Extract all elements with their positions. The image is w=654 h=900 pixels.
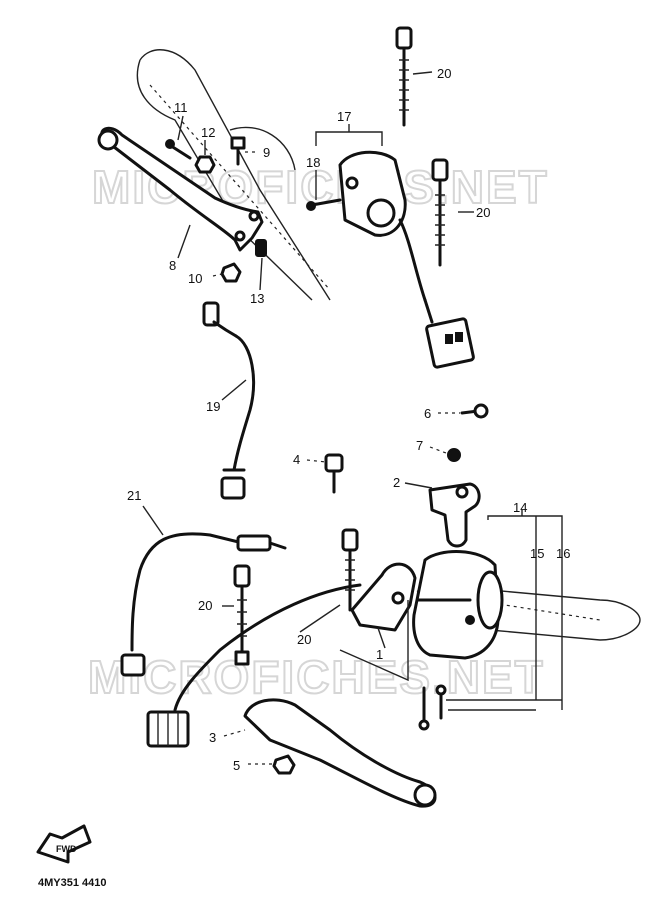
part-1-holder bbox=[350, 562, 417, 632]
part-14-switch-housing bbox=[412, 550, 504, 660]
front-direction-arrow: FWD bbox=[36, 824, 92, 864]
callout-20-c: 20 bbox=[297, 632, 311, 647]
callout-18: 18 bbox=[306, 155, 320, 170]
callout-13: 13 bbox=[250, 291, 264, 306]
leader-lines bbox=[142, 71, 563, 765]
callout-20-b: 20 bbox=[476, 205, 490, 220]
callout-15: 15 bbox=[530, 546, 544, 561]
callout-17: 17 bbox=[337, 109, 351, 124]
part-20-bolt-d bbox=[233, 564, 251, 666]
part-4-bolt bbox=[324, 453, 344, 494]
part-11-bolt bbox=[165, 139, 192, 160]
callout-9: 9 bbox=[263, 145, 270, 160]
callout-19: 19 bbox=[206, 399, 220, 414]
part-6-screw bbox=[460, 403, 489, 419]
callout-12: 12 bbox=[201, 125, 215, 140]
part-13-screw bbox=[255, 239, 267, 257]
callouts: 11 12 9 8 10 13 17 18 20 20 19 6 7 4 2 1… bbox=[127, 66, 570, 773]
callout-20-a: 20 bbox=[437, 66, 451, 81]
handlebar-left bbox=[136, 49, 331, 301]
part-20-bolt-c bbox=[341, 528, 359, 612]
part-15-16-screws bbox=[418, 684, 447, 731]
callout-20-d: 20 bbox=[198, 598, 212, 613]
part-5-nut bbox=[272, 754, 296, 775]
diagram-code: 4MY351 4410 bbox=[38, 877, 107, 889]
part-20-bolt-b bbox=[431, 158, 449, 267]
part-20-bolt-a bbox=[395, 26, 413, 127]
callout-3: 3 bbox=[209, 730, 216, 745]
callout-21: 21 bbox=[127, 488, 141, 503]
callout-14: 14 bbox=[513, 500, 527, 515]
part-17-switch-upper bbox=[338, 150, 475, 369]
callout-16: 16 bbox=[556, 546, 570, 561]
callout-10: 10 bbox=[188, 271, 202, 286]
callout-1: 1 bbox=[376, 647, 383, 662]
callout-4: 4 bbox=[293, 452, 300, 467]
part-8-lever-upper bbox=[97, 126, 264, 252]
part-21-cable bbox=[120, 532, 362, 748]
handlebar-right bbox=[409, 589, 641, 641]
part-3-lever-lower bbox=[243, 698, 437, 808]
watermark-bottom: MICROFICHES.NET bbox=[88, 651, 545, 703]
callout-2: 2 bbox=[393, 475, 400, 490]
part-9-bolt bbox=[230, 136, 246, 166]
callout-8: 8 bbox=[169, 258, 176, 273]
part-12-nut bbox=[194, 155, 216, 174]
callout-5: 5 bbox=[233, 758, 240, 773]
part-18-screw bbox=[306, 198, 342, 211]
part-7-nut bbox=[447, 448, 461, 462]
part-10-nut bbox=[220, 262, 242, 283]
callout-6: 6 bbox=[424, 406, 431, 421]
fwd-label: FWD bbox=[56, 844, 77, 854]
callout-11: 11 bbox=[174, 100, 188, 115]
part-2-bracket bbox=[428, 482, 481, 548]
callout-7: 7 bbox=[416, 438, 423, 453]
part-19-clutch-switch bbox=[202, 301, 256, 500]
